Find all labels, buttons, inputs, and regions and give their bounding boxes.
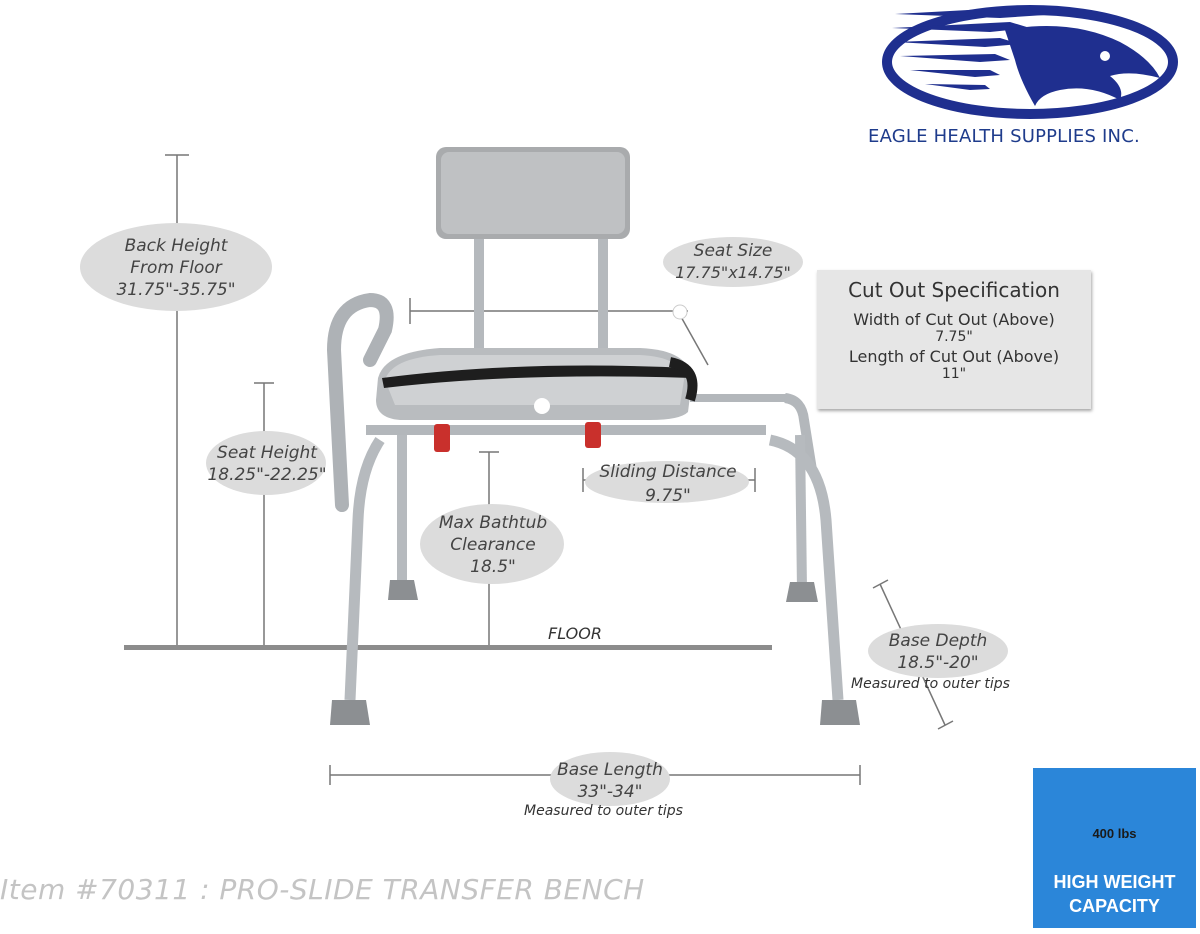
cut-out-length-value: 11" [941,366,967,382]
bathtub-clearance-value: 18.5" [470,557,516,577]
capacity-line-1: HIGH WEIGHT [1053,872,1176,892]
base-length-title: Base Length [557,760,663,780]
base-depth-label: Base Depth 18.5"-20" [870,630,1006,674]
bathtub-clearance-title-1: Max Bathtub [438,513,548,533]
capacity-line-2: CAPACITY [1069,896,1160,916]
seat-size-label: Seat Size 17.75"x14.75" [663,241,803,283]
seat-size-title: Seat Size [693,241,773,261]
floor-line [124,645,772,650]
transfer-bench-illustration [326,147,860,725]
base-length-value: 33"-34" [577,782,643,802]
cut-out-specification: Cut Out Specification Width of Cut Out (… [817,270,1091,409]
base-depth-value: 18.5"-20" [897,653,979,673]
seat-height-title: Seat Height [217,443,317,463]
seat-size-value: 17.75"x14.75" [675,263,791,282]
capacity-text: HIGH WEIGHT CAPACITY [1033,870,1196,918]
back-height-title-2: From Floor [130,258,222,278]
product-title: Item #70311 : PRO-SLIDE TRANSFER BENCH [0,873,645,906]
base-depth-title: Base Depth [888,631,988,651]
cut-out-title: Cut Out Specification [848,278,1060,302]
cut-out-length-label: Length of Cut Out (Above) [848,347,1060,366]
sliding-distance-label: Sliding Distance 9.75" [587,460,749,508]
bathtub-clearance-label: Max Bathtub Clearance 18.5" [420,512,566,578]
capacity-badge: 400 lbs HIGH WEIGHT CAPACITY [1033,768,1196,928]
back-height-label: Back Height From Floor 31.75"-35.75" [86,235,266,301]
base-depth-note: Measured to outer tips [851,676,1010,692]
seat-height-value: 18.25"-22.25" [207,465,327,485]
bathtub-clearance-title-2: Clearance [450,535,536,555]
sliding-distance-title: Sliding Distance [599,462,737,482]
cut-out-width-value: 7.75" [935,329,973,345]
cut-out-width-label: Width of Cut Out (Above) [853,310,1055,329]
sliding-distance-value: 9.75" [645,486,691,506]
label-ovals [80,223,1008,806]
capacity-weight: 400 lbs [1092,826,1137,841]
base-length-label: Base Length 33"-34" [545,759,675,803]
back-height-value: 31.75"-35.75" [116,280,236,300]
base-length-note: Measured to outer tips [524,803,683,819]
floor-label: FLOOR [548,624,602,643]
seat-height-label: Seat Height 18.25"-22.25" [202,442,332,486]
back-height-title-1: Back Height [124,236,228,256]
eagle-head-logo [882,5,1178,119]
company-name: EAGLE HEALTH SUPPLIES INC. [868,126,1140,147]
